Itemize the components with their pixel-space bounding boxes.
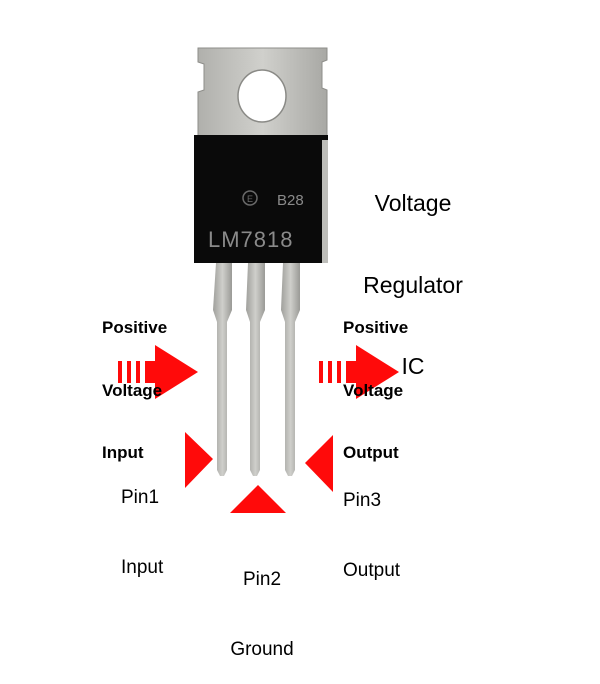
pin3-function: Output xyxy=(343,559,401,581)
input-desc-line-2: Voltage xyxy=(102,380,163,400)
pin1-name: Pin1 xyxy=(121,487,160,509)
pin2-name: Pin2 xyxy=(242,569,282,591)
output-description: Positive Voltage Output xyxy=(343,277,408,484)
regulator-diagram: E xyxy=(118,47,399,513)
input-description: Positive Voltage Input xyxy=(102,277,167,484)
output-desc-line-1: Positive xyxy=(343,318,409,338)
pin3-name: Pin3 xyxy=(343,490,382,512)
input-desc-line-1: Positive xyxy=(102,318,168,338)
pin3-lead xyxy=(281,263,300,476)
output-arrow-icon xyxy=(319,345,399,399)
pin3-label: Pin3 Output xyxy=(343,443,400,605)
mounting-hole xyxy=(237,69,287,123)
output-desc-line-2: Voltage xyxy=(343,380,404,400)
input-arrow-icon xyxy=(118,345,198,399)
pin2-function: Ground xyxy=(230,638,294,660)
manufacturer-logo-icon xyxy=(242,190,258,206)
pin2-pointer-icon xyxy=(230,485,286,513)
title-line-1: Voltage xyxy=(374,190,452,217)
pin3-pointer-icon xyxy=(305,435,333,492)
pin1-lead xyxy=(213,263,232,476)
output-desc-line-3: Output xyxy=(343,442,399,462)
pin1-function: Input xyxy=(121,556,164,578)
pin2-label: Pin2 Ground xyxy=(222,522,302,684)
ic-body xyxy=(194,135,328,263)
title-line-2: Regulator xyxy=(363,271,463,298)
input-desc-line-3: Input xyxy=(102,442,144,462)
pin1-pointer-icon xyxy=(185,432,213,488)
title-line-3: IC xyxy=(401,353,425,379)
pin1-label: Pin1 Input xyxy=(121,440,163,602)
diagram-title: Voltage Regulator IC xyxy=(348,136,478,407)
chip-part-number: LM7818 xyxy=(208,227,294,252)
pin2-lead xyxy=(246,263,265,476)
chip-code: B28 xyxy=(277,192,304,209)
svg-text:E: E xyxy=(247,194,253,204)
